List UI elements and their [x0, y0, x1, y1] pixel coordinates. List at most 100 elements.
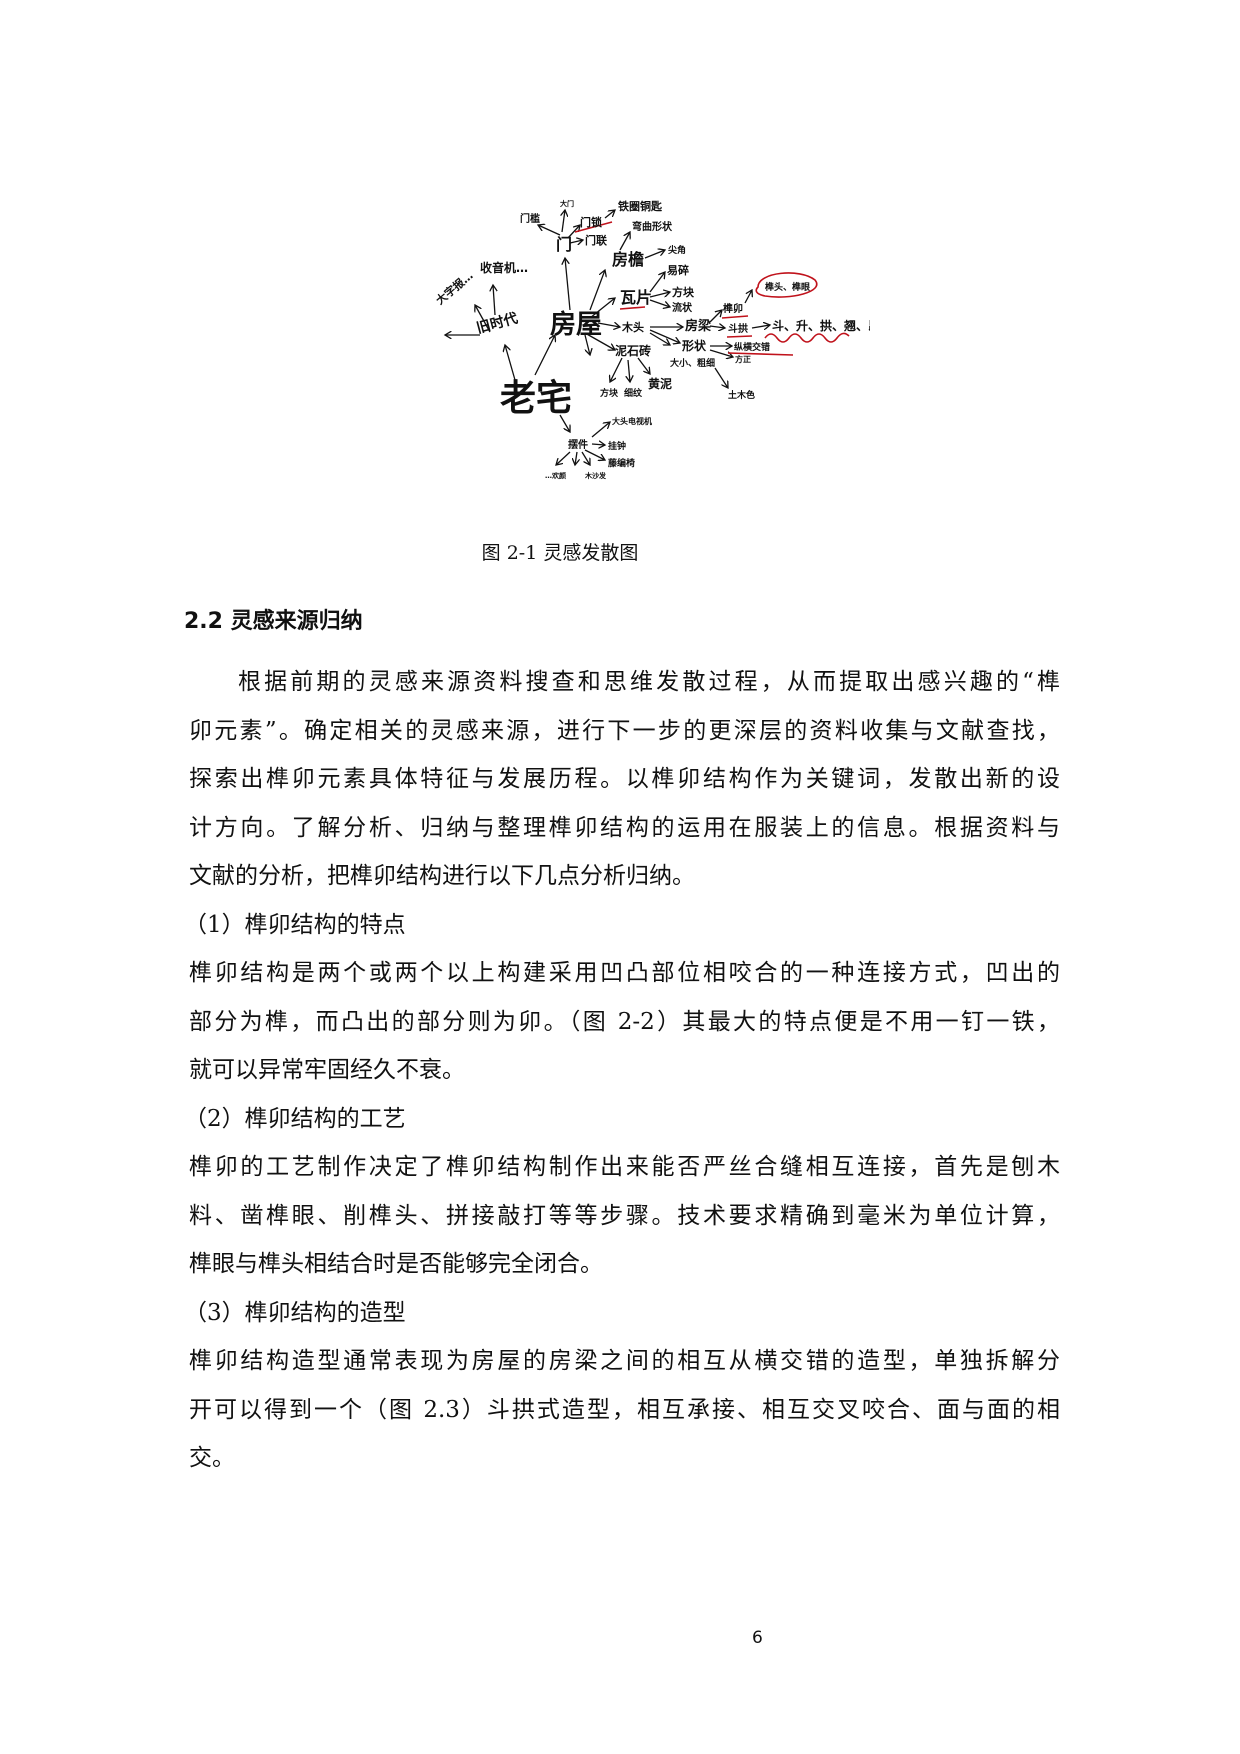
- arrow: [493, 285, 495, 316]
- body-line: 根据前期的灵感来源资料搜查和思维发散过程，从而提取出感兴趣的“榫: [238, 669, 1060, 695]
- circle-suntou: [755, 272, 818, 298]
- node-fangwu: 房屋: [550, 310, 602, 340]
- node-dougong: 斗拱: [728, 322, 748, 335]
- node-mutou: 木头: [621, 320, 644, 334]
- mind-map-figure: 老宅 旧时代 大字报… 收音机… 房屋 门 门槛 大门 门锁 铁圈铜匙 门联 弯…: [433, 199, 870, 480]
- arrow: [751, 325, 770, 328]
- arrow: [649, 332, 670, 345]
- page-number: 6: [752, 1628, 763, 1648]
- arrow: [589, 298, 615, 319]
- mind-map-red-marks: [574, 221, 850, 356]
- node-dazibao: 大字报…: [433, 268, 476, 307]
- underline-sunmao: [721, 315, 749, 319]
- arrow: [619, 232, 630, 251]
- node-laozhai: 老宅: [500, 377, 572, 419]
- node-zongheng: 纵横交错: [734, 341, 770, 353]
- node-wanqu: 弯曲形状: [632, 220, 673, 233]
- body-line: 榫卯结构造型通常表现为房屋的房梁之间的相互从横交错的造型，单独拆解分: [189, 1348, 1060, 1374]
- arrow: [709, 310, 722, 323]
- node-sunmao: 榫卯: [722, 302, 743, 315]
- figure-caption: 图 2-1 灵感发散图: [481, 542, 639, 564]
- subheading-3: （3）榫卯结构的造型: [184, 1300, 406, 1326]
- arrow: [569, 240, 583, 243]
- arrow: [538, 225, 561, 236]
- arrow: [604, 210, 615, 219]
- body-line: 文献的分析，把榫卯结构进行以下几点分析归纳。: [189, 863, 695, 889]
- body-line: 就可以异常牢固经久不衰。: [189, 1057, 465, 1083]
- section-heading: 2.2 灵感来源归纳: [184, 609, 363, 634]
- node-tengbian: 藤编椅: [608, 457, 635, 469]
- node-shouyinji: 收音机…: [480, 260, 528, 275]
- node-wapian: 瓦片: [620, 288, 652, 307]
- body-line: 开可以得到一个（图 2.3）斗拱式造型，相互承接、相互交叉咬合、面与面的相: [189, 1397, 1060, 1423]
- arrow: [644, 250, 665, 259]
- subheading-1: （1）榫卯结构的特点: [184, 912, 406, 938]
- node-tumuse: 土木色: [728, 389, 755, 401]
- node-huanyan: …欢颜: [545, 471, 566, 480]
- arrow: [714, 367, 728, 388]
- node-fangyan: 房檐: [612, 250, 644, 269]
- node-dianshi: 大头电视机: [612, 416, 652, 426]
- arrow: [559, 414, 570, 432]
- arrow: [709, 349, 733, 357]
- arrow: [591, 422, 610, 438]
- mind-map-labels: 老宅 旧时代 大字报… 收音机… 房屋 门 门槛 大门 门锁 铁圈铜匙 门联 弯…: [433, 199, 870, 480]
- node-dou: 斗、升、拱、翘、昂: [772, 318, 870, 333]
- arrow: [475, 305, 491, 333]
- arrow: [581, 451, 590, 465]
- node-suntou: 榫头、榫眼: [764, 281, 810, 293]
- arrow: [556, 451, 571, 465]
- arrow: [589, 270, 605, 311]
- body-line: 榫卯结构是两个或两个以上构建采用凹凸部位相咬合的一种连接方式，凹出的: [189, 960, 1060, 986]
- node-fangkuai: 方块: [672, 285, 695, 299]
- arrow: [584, 332, 615, 350]
- subheading-2: （2）榫卯结构的工艺: [184, 1106, 406, 1132]
- arrow: [591, 444, 605, 445]
- node-huangni: 黄泥: [648, 376, 672, 391]
- underline-wapian: [619, 306, 646, 310]
- wavy-underline-dou: [764, 332, 850, 343]
- arrow: [628, 359, 630, 382]
- arrow: [597, 323, 620, 327]
- node-xingzhuang: 形状: [682, 338, 707, 353]
- node-daxiao: 大小、粗细: [670, 357, 715, 369]
- node-liuzhuang: 流状: [672, 301, 693, 314]
- body-line: 卯元素”。确定相关的灵感来源，进行下一步的更深层的资料收集与文献查找，: [189, 718, 1060, 744]
- body-line: 计方向。了解分析、归纳与整理榫卯结构的运用在服装上的信息。根据资料与: [189, 815, 1060, 841]
- arrow: [565, 258, 571, 311]
- node-shafa: 木沙发: [584, 471, 607, 480]
- arrow: [744, 290, 752, 304]
- underline-dougong: [726, 335, 753, 338]
- node-men: 门: [556, 235, 572, 254]
- node-fangkuai2: 方块: [600, 387, 619, 399]
- node-baijian: 摆件: [568, 438, 588, 451]
- node-yisui: 易碎: [667, 263, 689, 277]
- arrow: [649, 329, 680, 343]
- node-fangliang: 房梁: [685, 318, 712, 334]
- body-line: 探索出榫卯元素具体特征与发展历程。以榫卯结构作为关键词，发散出新的设: [189, 766, 1060, 792]
- body-line: 榫眼与榫头相结合时是否能够完全闭合。: [189, 1251, 603, 1277]
- underline-mensuo: [574, 221, 613, 233]
- node-mensuo: 门锁: [580, 215, 602, 229]
- node-nishizhuan: 泥石砖: [615, 343, 651, 358]
- node-fangzheng: 方正: [735, 354, 751, 364]
- arrow: [575, 451, 577, 465]
- arrow: [709, 326, 725, 328]
- arrow: [637, 357, 650, 374]
- body-line: 交。: [189, 1445, 235, 1471]
- arrow: [610, 357, 623, 382]
- node-jiushidai: 旧时代: [475, 310, 520, 337]
- arrow: [567, 225, 580, 239]
- body-line: 部分为榫，而凸出的部分则为卯。（图 2-2）其最大的特点便是不用一钉一铁，: [189, 1009, 1060, 1035]
- body-line: 榫卯的工艺制作决定了榫卯结构制作出来能否严丝合缝相互连接，首先是刨木: [189, 1154, 1060, 1180]
- underline-zongheng: [727, 352, 794, 356]
- arrow: [649, 272, 665, 293]
- node-menlian: 门联: [585, 233, 607, 247]
- node-damen: 大门: [560, 199, 574, 208]
- arrow: [562, 210, 565, 233]
- node-xiwen: 细纹: [624, 387, 643, 399]
- arrow: [584, 449, 605, 460]
- arrow: [649, 292, 670, 298]
- arrow: [649, 299, 670, 307]
- mind-map-arrows: [445, 210, 770, 465]
